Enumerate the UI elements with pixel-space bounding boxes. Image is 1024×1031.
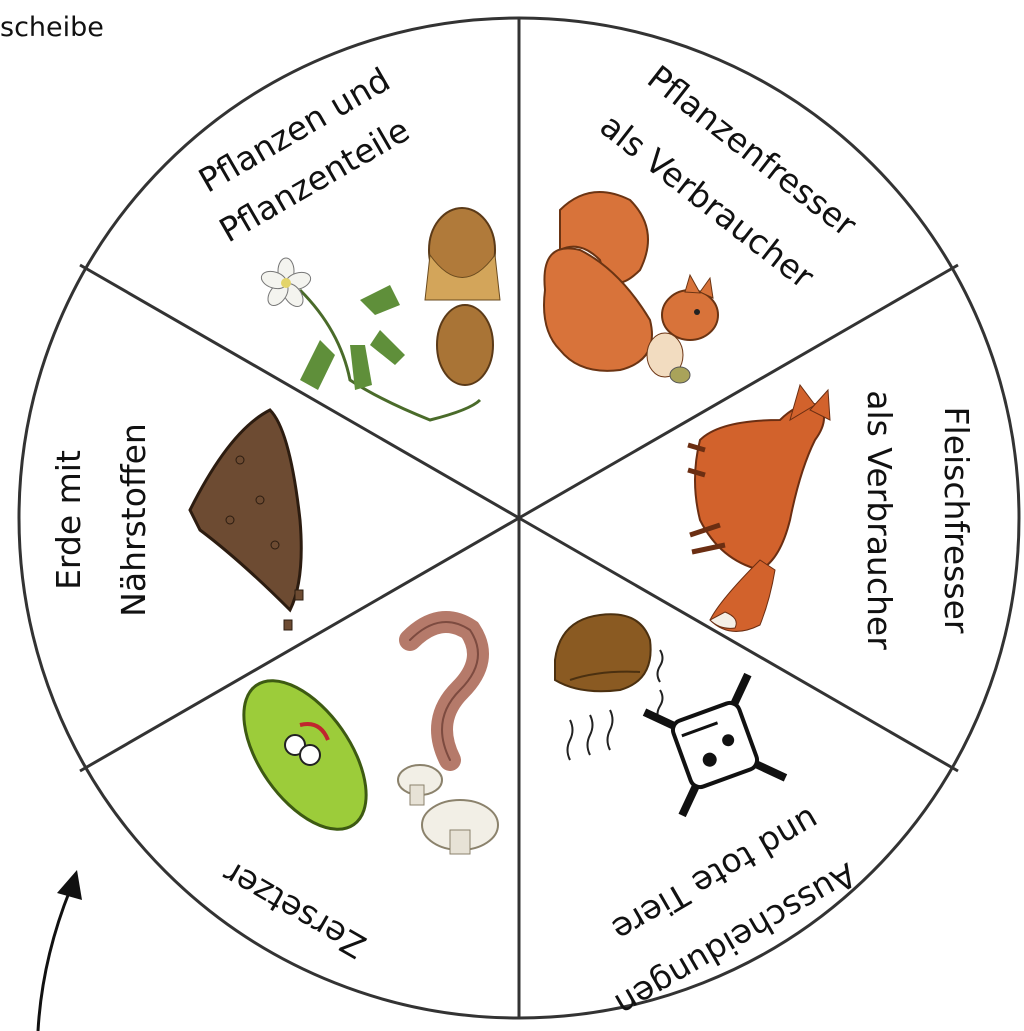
- rotation-arrow-icon: [38, 870, 82, 1031]
- earthworm-icon: [410, 622, 478, 760]
- fox-icon: [688, 385, 830, 631]
- segment-carnivores-label-line2: als Verbraucher: [860, 390, 899, 650]
- segment-carnivores-label-line1: Fleischfresser: [937, 407, 976, 634]
- segment-soil: Erde mit Nährstoffen: [49, 410, 303, 630]
- hazelnut-icon: [425, 208, 500, 385]
- segment-decomposers: Zersetzer: [216, 622, 498, 966]
- segment-herbivores: Pflanzenfresser als Verbraucher: [544, 58, 864, 383]
- segment-decomposers-label: Zersetzer: [216, 853, 373, 966]
- squirrel-icon: [544, 192, 718, 383]
- segment-soil-label-line2: Nährstoffen: [114, 423, 153, 617]
- segment-soil-label-line1: Erde mit: [49, 450, 88, 590]
- dead-animal-icon: [645, 675, 786, 816]
- soil-heap-icon: [190, 410, 303, 630]
- segment-waste: Ausscheidungen und tote Tiere: [555, 614, 863, 1024]
- bacterium-icon: [219, 660, 390, 851]
- segment-carnivores: Fleischfresser als Verbraucher: [688, 385, 976, 650]
- mushroom-icon: [398, 765, 498, 854]
- dung-icon: [555, 614, 651, 691]
- segment-plants: Pflanzen und Pflanzenteile: [192, 60, 500, 420]
